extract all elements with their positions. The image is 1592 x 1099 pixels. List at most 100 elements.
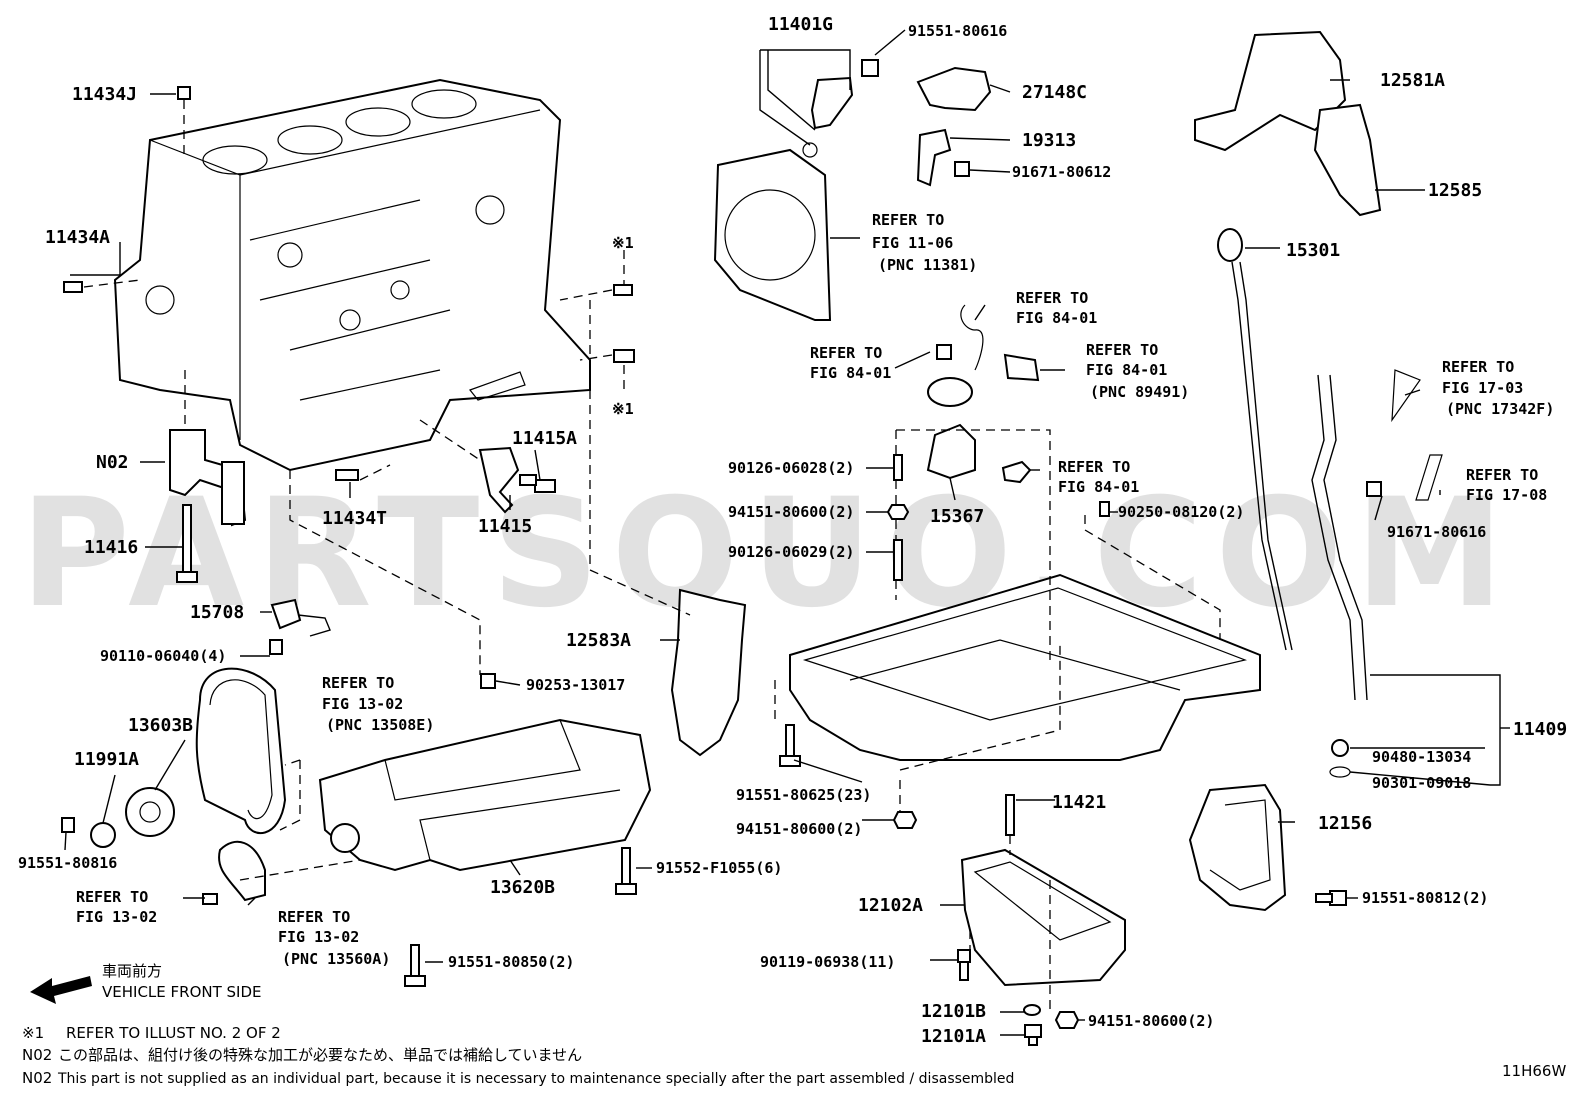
bolt-91671-80616[interactable] bbox=[1366, 481, 1382, 497]
label-11434T: 11434T bbox=[322, 508, 387, 529]
label-15301: 15301 bbox=[1286, 240, 1340, 261]
sensor-27148C[interactable] bbox=[916, 66, 992, 112]
nozzle-15708[interactable] bbox=[270, 598, 331, 637]
label-90126-06028: 90126-06028(2) bbox=[728, 459, 854, 477]
label-94151-80600-b: 94151-80600(2) bbox=[736, 820, 862, 838]
label-11421: 11421 bbox=[1052, 792, 1106, 813]
bolt-91551-80625[interactable] bbox=[779, 724, 801, 767]
oil-pump-13620B[interactable] bbox=[318, 673, 652, 872]
svg-text:FIG 84-01: FIG 84-01 bbox=[1086, 361, 1167, 379]
bolt-11416[interactable] bbox=[176, 504, 198, 583]
cylinder-block[interactable] bbox=[113, 78, 591, 472]
clip-8401[interactable] bbox=[1001, 460, 1032, 484]
refer-fig-84-01-d[interactable]: REFER TO FIG 84-01 bbox=[1058, 458, 1139, 496]
label-15367: 15367 bbox=[930, 506, 984, 527]
svg-text:FIG 84-01: FIG 84-01 bbox=[1058, 478, 1139, 496]
refer-fig-17-08[interactable]: REFER TO FIG 17-08 bbox=[1466, 466, 1547, 504]
label-91551-80625: 91551-80625(23) bbox=[736, 786, 871, 804]
bracket-11415[interactable] bbox=[478, 446, 520, 514]
label-11991A: 11991A bbox=[74, 749, 139, 770]
label-12101A: 12101A bbox=[921, 1026, 986, 1047]
pin-ref1-a[interactable] bbox=[613, 284, 633, 296]
drain-plug-12101A[interactable] bbox=[1024, 1024, 1042, 1046]
refer-fig-84-01-a[interactable]: REFER TO FIG 84-01 bbox=[1016, 289, 1097, 327]
label-12583A: 12583A bbox=[566, 630, 631, 651]
label-12102A: 12102A bbox=[858, 895, 923, 916]
leader-lines bbox=[64, 29, 1510, 1036]
baffle-12583A[interactable] bbox=[670, 588, 747, 757]
bearing-cap-N02[interactable] bbox=[169, 429, 247, 527]
pin-ref1-b[interactable] bbox=[613, 349, 635, 363]
bracket-19313[interactable] bbox=[916, 128, 952, 187]
pin-11434T[interactable] bbox=[335, 469, 359, 481]
nut-94151-b[interactable] bbox=[892, 811, 918, 829]
label-91551-80812: 91551-80812(2) bbox=[1362, 889, 1488, 907]
bolt-90119[interactable] bbox=[957, 949, 971, 981]
insulator-12585[interactable] bbox=[1313, 103, 1382, 217]
chain-13603B-area[interactable] bbox=[61, 667, 287, 848]
note1-key: ※1 bbox=[22, 1024, 44, 1042]
label-91551-80816: 91551-80816 bbox=[18, 854, 117, 872]
label-15708: 15708 bbox=[190, 602, 244, 623]
nut-94151-c[interactable] bbox=[1054, 1011, 1080, 1029]
svg-text:FIG 84-01: FIG 84-01 bbox=[1016, 309, 1097, 327]
svg-text:REFER TO: REFER TO bbox=[1016, 289, 1088, 307]
bolt-91671-80612[interactable] bbox=[954, 161, 970, 177]
svg-text:(PNC 89491): (PNC 89491) bbox=[1090, 383, 1189, 401]
svg-text:FIG 13-02: FIG 13-02 bbox=[76, 908, 157, 926]
stud-90126-06029[interactable] bbox=[893, 539, 903, 581]
refer-fig-17-03[interactable]: REFER TO FIG 17-03 (PNC 17342F) bbox=[1442, 358, 1554, 418]
oil-pan-lower-12102A[interactable] bbox=[960, 848, 1126, 987]
label-19313: 19313 bbox=[1022, 130, 1076, 151]
oil-pan-upper[interactable] bbox=[789, 573, 1261, 761]
refer-fig-13-02-a[interactable]: REFER TO FIG 13-02 (PNC 13508E) bbox=[322, 674, 434, 734]
bolt-91552[interactable] bbox=[615, 847, 637, 895]
label-12156: 12156 bbox=[1318, 813, 1372, 834]
pin-11434J[interactable] bbox=[177, 86, 191, 100]
refer-fig-84-01-c[interactable]: REFER TO FIG 84-01 (PNC 89491) bbox=[1086, 341, 1189, 401]
svg-text:REFER TO: REFER TO bbox=[1086, 341, 1158, 359]
tensioner-13560A[interactable] bbox=[202, 840, 266, 905]
label-94151-80600-c: 94151-80600(2) bbox=[1088, 1012, 1214, 1030]
sensor-11401G[interactable] bbox=[802, 76, 854, 158]
svg-text:REFER TO: REFER TO bbox=[872, 211, 944, 229]
dipstick-guide-11409[interactable] bbox=[1311, 369, 1443, 778]
bolt-90110[interactable] bbox=[269, 639, 283, 655]
bolt-91551-80616[interactable] bbox=[861, 59, 879, 77]
notes: ※1 REFER TO ILLUST NO. 2 OF 2 N02 この部品は、… bbox=[22, 1024, 1566, 1087]
svg-text:FIG 11-06: FIG 11-06 bbox=[872, 234, 953, 252]
label-11416: 11416 bbox=[84, 537, 138, 558]
refer-fig-13-02-c[interactable]: REFER TO FIG 13-02 (PNC 13560A) bbox=[278, 908, 390, 968]
note2-text-en: This part is not supplied as an individu… bbox=[57, 1071, 1014, 1087]
label-91552-F1055: 91552-F1055(6) bbox=[656, 859, 782, 877]
gasket-12101B[interactable] bbox=[1023, 1004, 1041, 1016]
insulator-12581A[interactable] bbox=[1194, 30, 1347, 152]
svg-text:REFER TO: REFER TO bbox=[76, 888, 148, 906]
refer-fig-84-01-b[interactable]: REFER TO FIG 84-01 bbox=[810, 344, 891, 382]
label-N02: N02 bbox=[96, 452, 129, 473]
seal-retainer-11381[interactable] bbox=[713, 148, 832, 321]
refer-blocks: REFER TO FIG 11-06 (PNC 11381) REFER TO … bbox=[76, 211, 1554, 968]
pin-90250[interactable] bbox=[1099, 501, 1110, 517]
refer-fig-13-02-b[interactable]: REFER TO FIG 13-02 bbox=[76, 888, 157, 926]
bolt-91551-80850[interactable] bbox=[404, 944, 426, 987]
note1-text: REFER TO ILLUST NO. 2 OF 2 bbox=[66, 1024, 281, 1042]
nut-94151-a[interactable] bbox=[886, 504, 910, 520]
note2-key-en: N02 bbox=[22, 1069, 52, 1087]
note2-text-jp: この部品は、組付け後の特殊な加工が必要なため、単品では補給していません bbox=[58, 1046, 582, 1064]
bracket-12156[interactable] bbox=[1188, 783, 1287, 912]
label-13603B: 13603B bbox=[128, 715, 193, 736]
bolt-11415A[interactable] bbox=[519, 474, 556, 493]
stud-90126-06028[interactable] bbox=[893, 454, 903, 481]
dipstick-15301[interactable] bbox=[1217, 228, 1293, 651]
bracket-15367[interactable] bbox=[926, 423, 976, 480]
front-label-jp: 車両前方 bbox=[102, 962, 162, 980]
pin-11434A[interactable] bbox=[63, 281, 83, 293]
label-91671-80616: 91671-80616 bbox=[1387, 523, 1486, 541]
front-arrow: 車両前方 VEHICLE FRONT SIDE bbox=[30, 962, 262, 1004]
refer-fig-11-06[interactable]: REFER TO FIG 11-06 (PNC 11381) bbox=[872, 211, 977, 274]
bolt-91551-80812[interactable] bbox=[1315, 890, 1347, 906]
knock-sensor[interactable] bbox=[927, 304, 1040, 407]
stud-11421[interactable] bbox=[1005, 794, 1015, 836]
